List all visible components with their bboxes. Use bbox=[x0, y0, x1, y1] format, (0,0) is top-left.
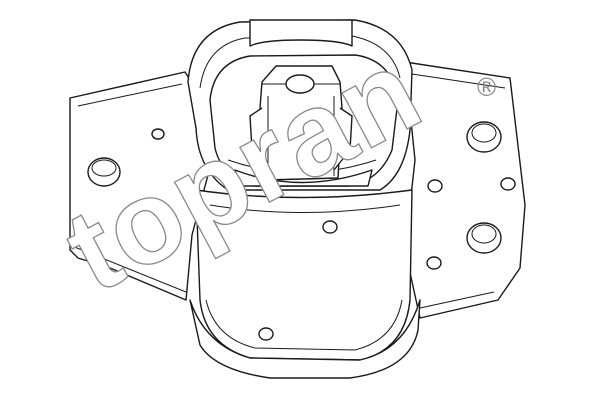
left-stud-top bbox=[151, 128, 165, 140]
right-bolt-hole-lower bbox=[466, 222, 502, 254]
registered-mark: ® bbox=[477, 72, 496, 102]
right-stud-mid bbox=[427, 179, 443, 193]
left-stud-small bbox=[152, 204, 168, 218]
mount-main-body bbox=[189, 189, 421, 379]
right-mounting-flange bbox=[404, 61, 526, 319]
body-stud-bottom bbox=[258, 327, 274, 341]
left-bolt-hole-upper bbox=[87, 157, 121, 187]
left-mounting-flange bbox=[69, 71, 209, 301]
right-bolt-hole-upper bbox=[466, 121, 502, 153]
right-stud-outer bbox=[500, 177, 516, 191]
right-stud-lower bbox=[426, 256, 442, 270]
body-stud-top bbox=[322, 220, 338, 234]
core-bolt-hole bbox=[285, 74, 315, 94]
bushing-core-block bbox=[249, 65, 353, 181]
